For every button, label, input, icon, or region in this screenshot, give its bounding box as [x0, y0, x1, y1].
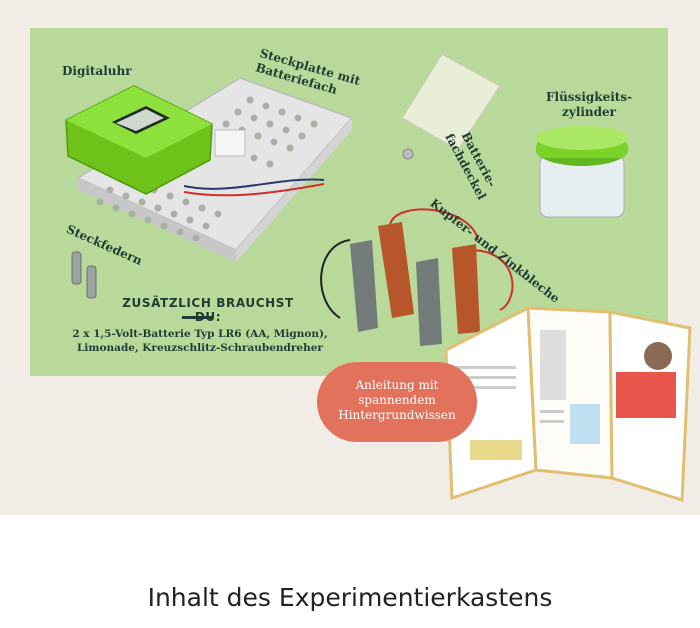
label-fluessigkeitszylinder-line1: Flüssigkeits-	[546, 90, 633, 104]
liquid-cylinder	[536, 126, 628, 218]
battery-cover	[400, 53, 502, 160]
extras-title: ZUSÄTZLICH BRAUCHST DU:	[122, 296, 294, 324]
label-fluessigkeitszylinder: Flüssigkeits- zylinder	[546, 90, 632, 120]
blue-wire	[183, 178, 325, 190]
bubble-line-2: spannendem	[358, 393, 436, 407]
label-digitaluhr: Digitaluhr	[62, 64, 132, 78]
instructions-bubble: Anleitung mit spannendem Hintergrundwiss…	[317, 362, 477, 442]
page-caption: Inhalt des Experimentierkastens	[147, 583, 553, 612]
bubble-line-1: Anleitung mit	[355, 378, 439, 392]
extras-line-1: 2 x 1,5-Volt-Batterie Typ LR6 (AA, Migno…	[72, 328, 328, 340]
red-wire	[183, 183, 325, 197]
plug-springs	[71, 251, 97, 299]
extras-list: 2 x 1,5-Volt-Batterie Typ LR6 (AA, Migno…	[55, 327, 345, 355]
bubble-line-3: Hintergrundwissen	[338, 408, 456, 422]
extras-line-2: Limonade, Kreuzschlitz-Schraubendreher	[77, 342, 323, 354]
label-fluessigkeitszylinder-line2: zylinder	[562, 105, 617, 119]
instruction-booklet	[444, 305, 692, 503]
copper-zinc-plates	[320, 208, 514, 346]
extras-divider	[182, 316, 212, 319]
digital-clock	[65, 85, 213, 195]
